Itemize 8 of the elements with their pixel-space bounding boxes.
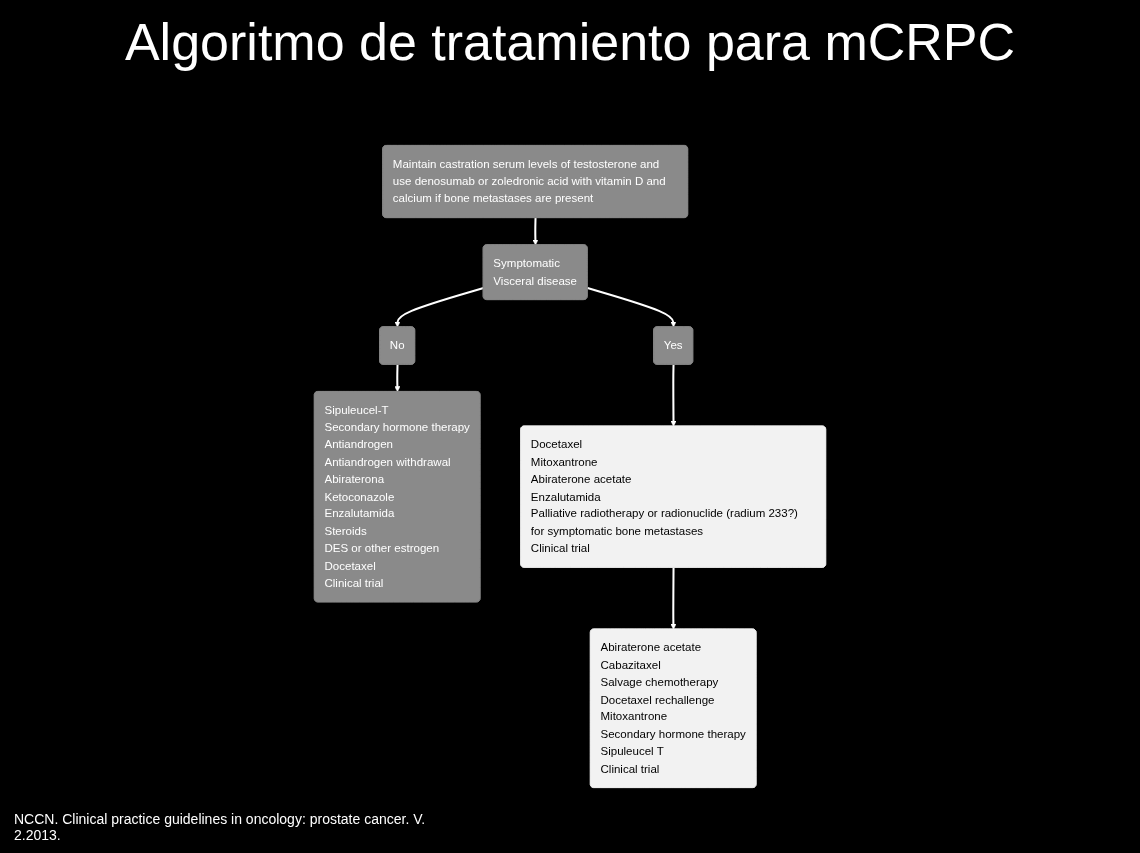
arrow (394, 364, 401, 393)
arrow (532, 217, 539, 246)
arrow (670, 364, 677, 427)
slide-title: Algoritmo de tratamiento para mCRPC (123, 14, 1017, 72)
source-citation: NCCN. Clinical practice guidelines in oncology: prostate cancer. V. 2.2013. (14, 811, 427, 843)
arrow (587, 286, 677, 328)
arrow (394, 286, 484, 328)
arrow (670, 567, 677, 630)
